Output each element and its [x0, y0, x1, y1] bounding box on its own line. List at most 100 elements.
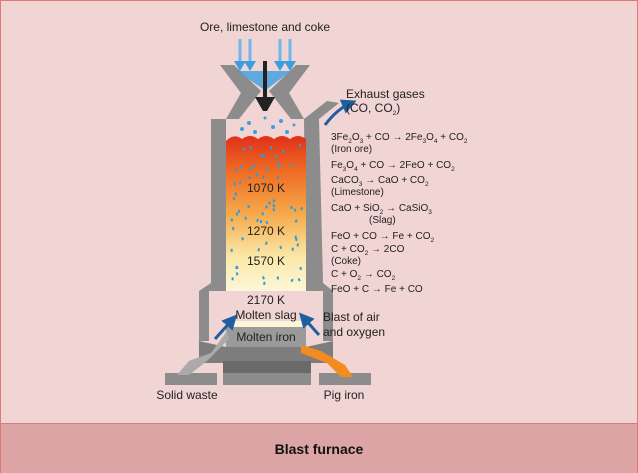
reaction-r7: C + O2 → CO2: [331, 269, 396, 282]
exhaust-arrow: [323, 99, 357, 126]
ore-particle: [260, 153, 264, 158]
ore-particle: [230, 218, 234, 222]
ore-particle: [299, 266, 302, 270]
figure-caption: Blast furnace: [274, 440, 364, 457]
ore-particle: [298, 143, 302, 147]
ore-particle: [272, 207, 276, 212]
ore-particle: [263, 281, 266, 286]
ore-particle: [276, 161, 280, 165]
ore-particle: [259, 219, 263, 224]
reaction-r2: Fe3O4 + CO → 2FeO + CO2: [331, 160, 455, 173]
ore-particle: [262, 154, 266, 159]
ore-particle: [268, 201, 272, 205]
molten-iron-layer: [226, 327, 306, 347]
furnace-base: [165, 341, 371, 385]
ore-particle: [231, 277, 234, 281]
ore-particle: [232, 226, 235, 231]
ore-particle: [235, 272, 239, 276]
ore-particle: [269, 146, 273, 150]
ore-particle: [265, 220, 269, 225]
blast-furnace-diagram: Ore, limestone and coke Exhaust gases (C…: [156, 20, 468, 402]
ore-particle: [241, 237, 245, 241]
reaction-equations: 3Fe2O3 + CO → 2Fe3O4 + CO2(Iron ore) Fe3O…: [331, 132, 468, 295]
pig-iron-label: Pig iron: [324, 388, 365, 402]
ore-particle: [230, 248, 233, 252]
furnace-hopper: [220, 61, 310, 119]
temp-label-1070: 1070 K: [247, 181, 285, 195]
ore-particle: [244, 216, 247, 220]
temp-label-1570: 1570 K: [247, 254, 285, 268]
ore-particles: [230, 143, 304, 286]
reaction-r4-note: (Slag): [369, 215, 396, 226]
pig-iron-outlet: [301, 345, 353, 377]
ore-particle: [247, 205, 250, 208]
ore-particle: [238, 180, 242, 185]
ore-particle: [248, 176, 251, 180]
reaction-r8: FeO + C → Fe + CO: [331, 284, 423, 295]
ore-particle: [274, 154, 278, 159]
ore-particle: [261, 212, 264, 216]
ore-particle: [249, 145, 252, 150]
slag-layer: [226, 321, 306, 327]
solid-waste-label: Solid waste: [156, 388, 218, 402]
reaction-r6-note: (Coke): [331, 256, 361, 267]
ore-particle: [272, 203, 276, 208]
ore-particle: [278, 165, 281, 169]
ore-particle: [279, 245, 283, 250]
reaction-r1: 3Fe2O3 + CO → 2Fe3O4 + CO2: [331, 132, 468, 145]
temp-label-2170: 2170 K: [247, 293, 285, 307]
ore-particle: [265, 205, 269, 209]
blast-arrow-right: [299, 312, 321, 336]
ore-particle: [248, 166, 252, 171]
ore-particle: [272, 199, 276, 203]
ore-particle: [255, 218, 260, 223]
ore-particle: [261, 175, 265, 179]
solid-waste-outlet: [177, 331, 229, 375]
blast-label-line2: and oxygen: [323, 325, 385, 339]
reaction-r3: CaCO3 → CaO + CO2: [331, 175, 429, 188]
ore-particle: [294, 235, 297, 239]
ore-particle: [296, 243, 299, 247]
ore-particle: [293, 208, 297, 212]
input-arrows: [234, 39, 296, 71]
ore-particle: [234, 192, 238, 196]
input-label: Ore, limestone and coke: [200, 20, 330, 34]
ore-particle: [232, 196, 236, 201]
furnace-interior: [226, 136, 306, 291]
furnace-walls: [199, 101, 339, 341]
ore-particle: [233, 182, 236, 186]
charge-droplets: [240, 116, 296, 134]
ore-particle: [290, 163, 293, 167]
caption-bar: Blast furnace: [1, 423, 637, 473]
ore-particle: [252, 164, 256, 168]
reaction-r5: FeO + CO → Fe + CO2: [331, 231, 434, 244]
ore-particle: [237, 209, 241, 213]
exhaust-label: Exhaust gases: [346, 87, 425, 101]
exhaust-label-formula: (CO, CO2): [346, 101, 400, 117]
ore-particle: [294, 219, 298, 223]
reaction-r4: CaO + SiO2 → CaSiO3: [331, 203, 432, 216]
reaction-r3-note: (Limestone): [331, 187, 384, 198]
ore-particle: [276, 276, 280, 280]
ore-particle: [265, 166, 269, 171]
ore-particle: [257, 248, 261, 252]
ore-particle: [297, 278, 301, 282]
ore-particle: [300, 206, 304, 211]
blast-label-line1: Blast of air: [323, 310, 380, 324]
molten-slag-label: Molten slag: [235, 308, 296, 322]
ore-particle: [255, 172, 259, 177]
ore-particle: [242, 147, 246, 151]
ore-particle: [234, 168, 238, 173]
reaction-r1-note: (Iron ore): [331, 144, 372, 155]
reaction-r6: C + CO2 → 2CO: [331, 244, 405, 257]
temp-label-1270: 1270 K: [247, 224, 285, 238]
ore-particle: [276, 175, 280, 179]
ore-particle: [235, 265, 239, 270]
ore-particle: [239, 165, 244, 169]
molten-iron-label: Molten iron: [236, 330, 295, 344]
blast-arrow-left: [213, 314, 238, 341]
ore-particle: [290, 205, 293, 210]
ore-particle: [295, 237, 298, 241]
ore-particle: [264, 241, 268, 245]
ore-particle: [282, 149, 285, 154]
